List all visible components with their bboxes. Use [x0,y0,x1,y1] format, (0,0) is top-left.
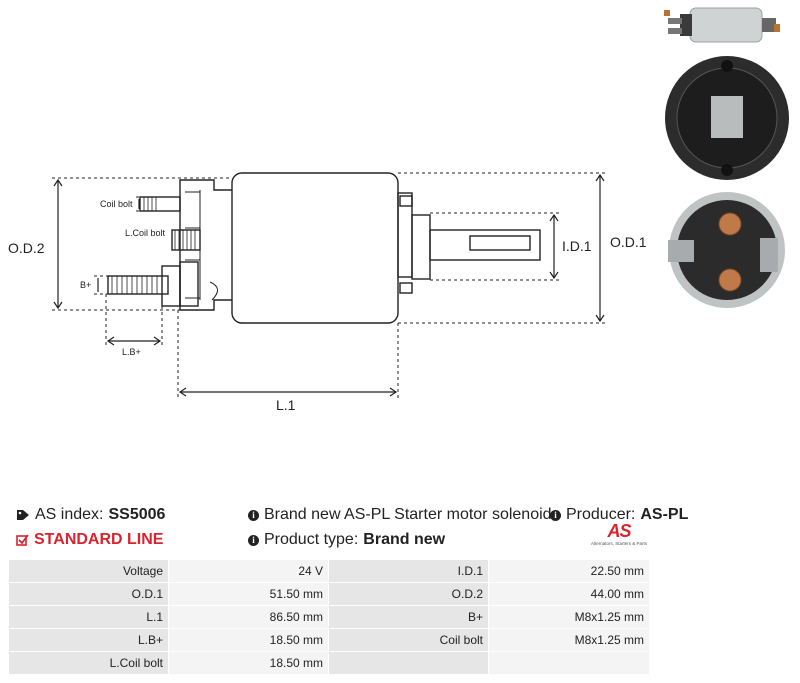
technical-drawing: O.D.2 O.D.1 I.D.1 L.1 Coil bolt L.Coil b… [8,172,647,413]
spec-value [488,651,650,675]
spec-value: 18.50 mm [168,651,329,675]
spec-label: O.D.1 [8,582,169,606]
plunger-housing [411,214,431,280]
spec-label: O.D.2 [328,582,489,606]
spec-value: 22.50 mm [488,559,650,583]
coil-bolt-label: Coil bolt [100,199,133,209]
spec-value: 86.50 mm [168,605,329,629]
info-icon: i [248,509,259,521]
tag-icon [17,510,29,520]
spec-value: 18.50 mm [168,628,329,652]
solenoid-body [231,172,399,324]
check-square-icon [16,534,29,546]
l1-label: L.1 [276,397,296,413]
end-cap [179,179,232,311]
coil-bolt-stud [139,196,181,212]
l-coil-bolt-label: L.Coil bolt [125,228,166,238]
id1-label: I.D.1 [562,238,592,254]
spec-value: 44.00 mm [488,582,650,606]
spec-value: M8x1.25 mm [488,628,650,652]
spec-label: L.Coil bolt [8,651,169,675]
info-icon: i [550,509,561,521]
spec-label [328,651,489,675]
producer: i Producer: AS-PL [550,506,688,524]
rear-view-photo [668,192,785,308]
b-plus-label: B+ [80,280,91,290]
product-photos [664,7,789,308]
od1-label: O.D.1 [610,234,647,250]
spec-value: M8x1.25 mm [488,605,650,629]
info-icon: i [248,534,259,546]
b-plus-stud [107,275,169,295]
spec-label: I.D.1 [328,559,489,583]
as-index-value: SS5006 [108,506,166,523]
spec-label: L.B+ [8,628,169,652]
front-view-photo [665,56,789,180]
spec-label: Voltage [8,559,169,583]
product-type: i Product type: Brand new [248,531,445,549]
spec-value: 24 V [168,559,329,583]
plunger [429,229,541,261]
as-index: AS index: SS5006 [16,506,165,524]
side-view-photo [664,7,780,43]
standard-line: STANDARD LINE [16,531,163,549]
description: i Brand new AS-PL Starter motor solenoid [248,506,552,524]
l-b-plus-label: L.B+ [122,347,141,357]
spec-value: 51.50 mm [168,582,329,606]
od2-label: O.D.2 [8,240,45,256]
as-pl-logo: AS Alternators, Starters & Parts [590,521,648,546]
spec-label: B+ [328,605,489,629]
spec-label: Coil bolt [328,628,489,652]
spec-label: L.1 [8,605,169,629]
